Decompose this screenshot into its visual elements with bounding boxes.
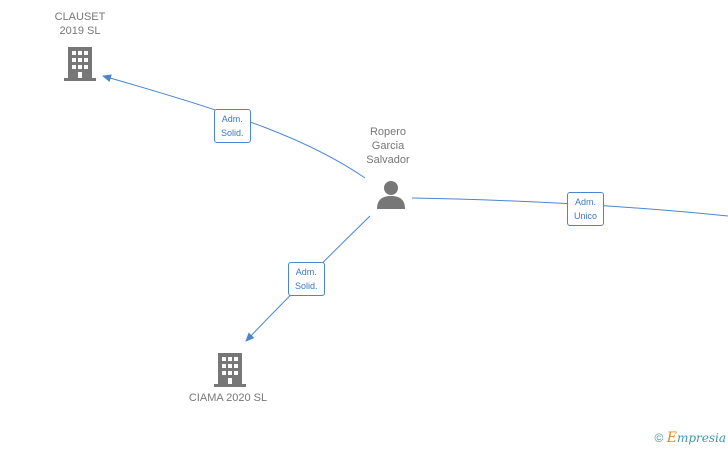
company-label-ciama[interactable]: CIAMA 2020 SL [188,392,268,404]
person-label[interactable]: Ropero Garcia Salvador [366,126,410,166]
edge-badge-ciama: Adm. Solid. [288,262,325,296]
brand-name: mpresia [676,431,726,445]
edge-badge-right: Adm. Unico [567,192,605,226]
edge-badge-clauset: Adm. Solid. [214,109,251,143]
copyright-symbol: © [654,431,664,445]
person-icon[interactable] [375,180,407,210]
empresia-watermark: © Empresia [655,430,726,446]
company-label-clauset[interactable]: CLAUSET 2019 SL [54,11,106,37]
brand-initial: E [666,430,677,446]
edge-person-to-clauset [102,74,366,179]
building-icon[interactable] [214,351,248,387]
building-icon[interactable] [64,45,98,81]
